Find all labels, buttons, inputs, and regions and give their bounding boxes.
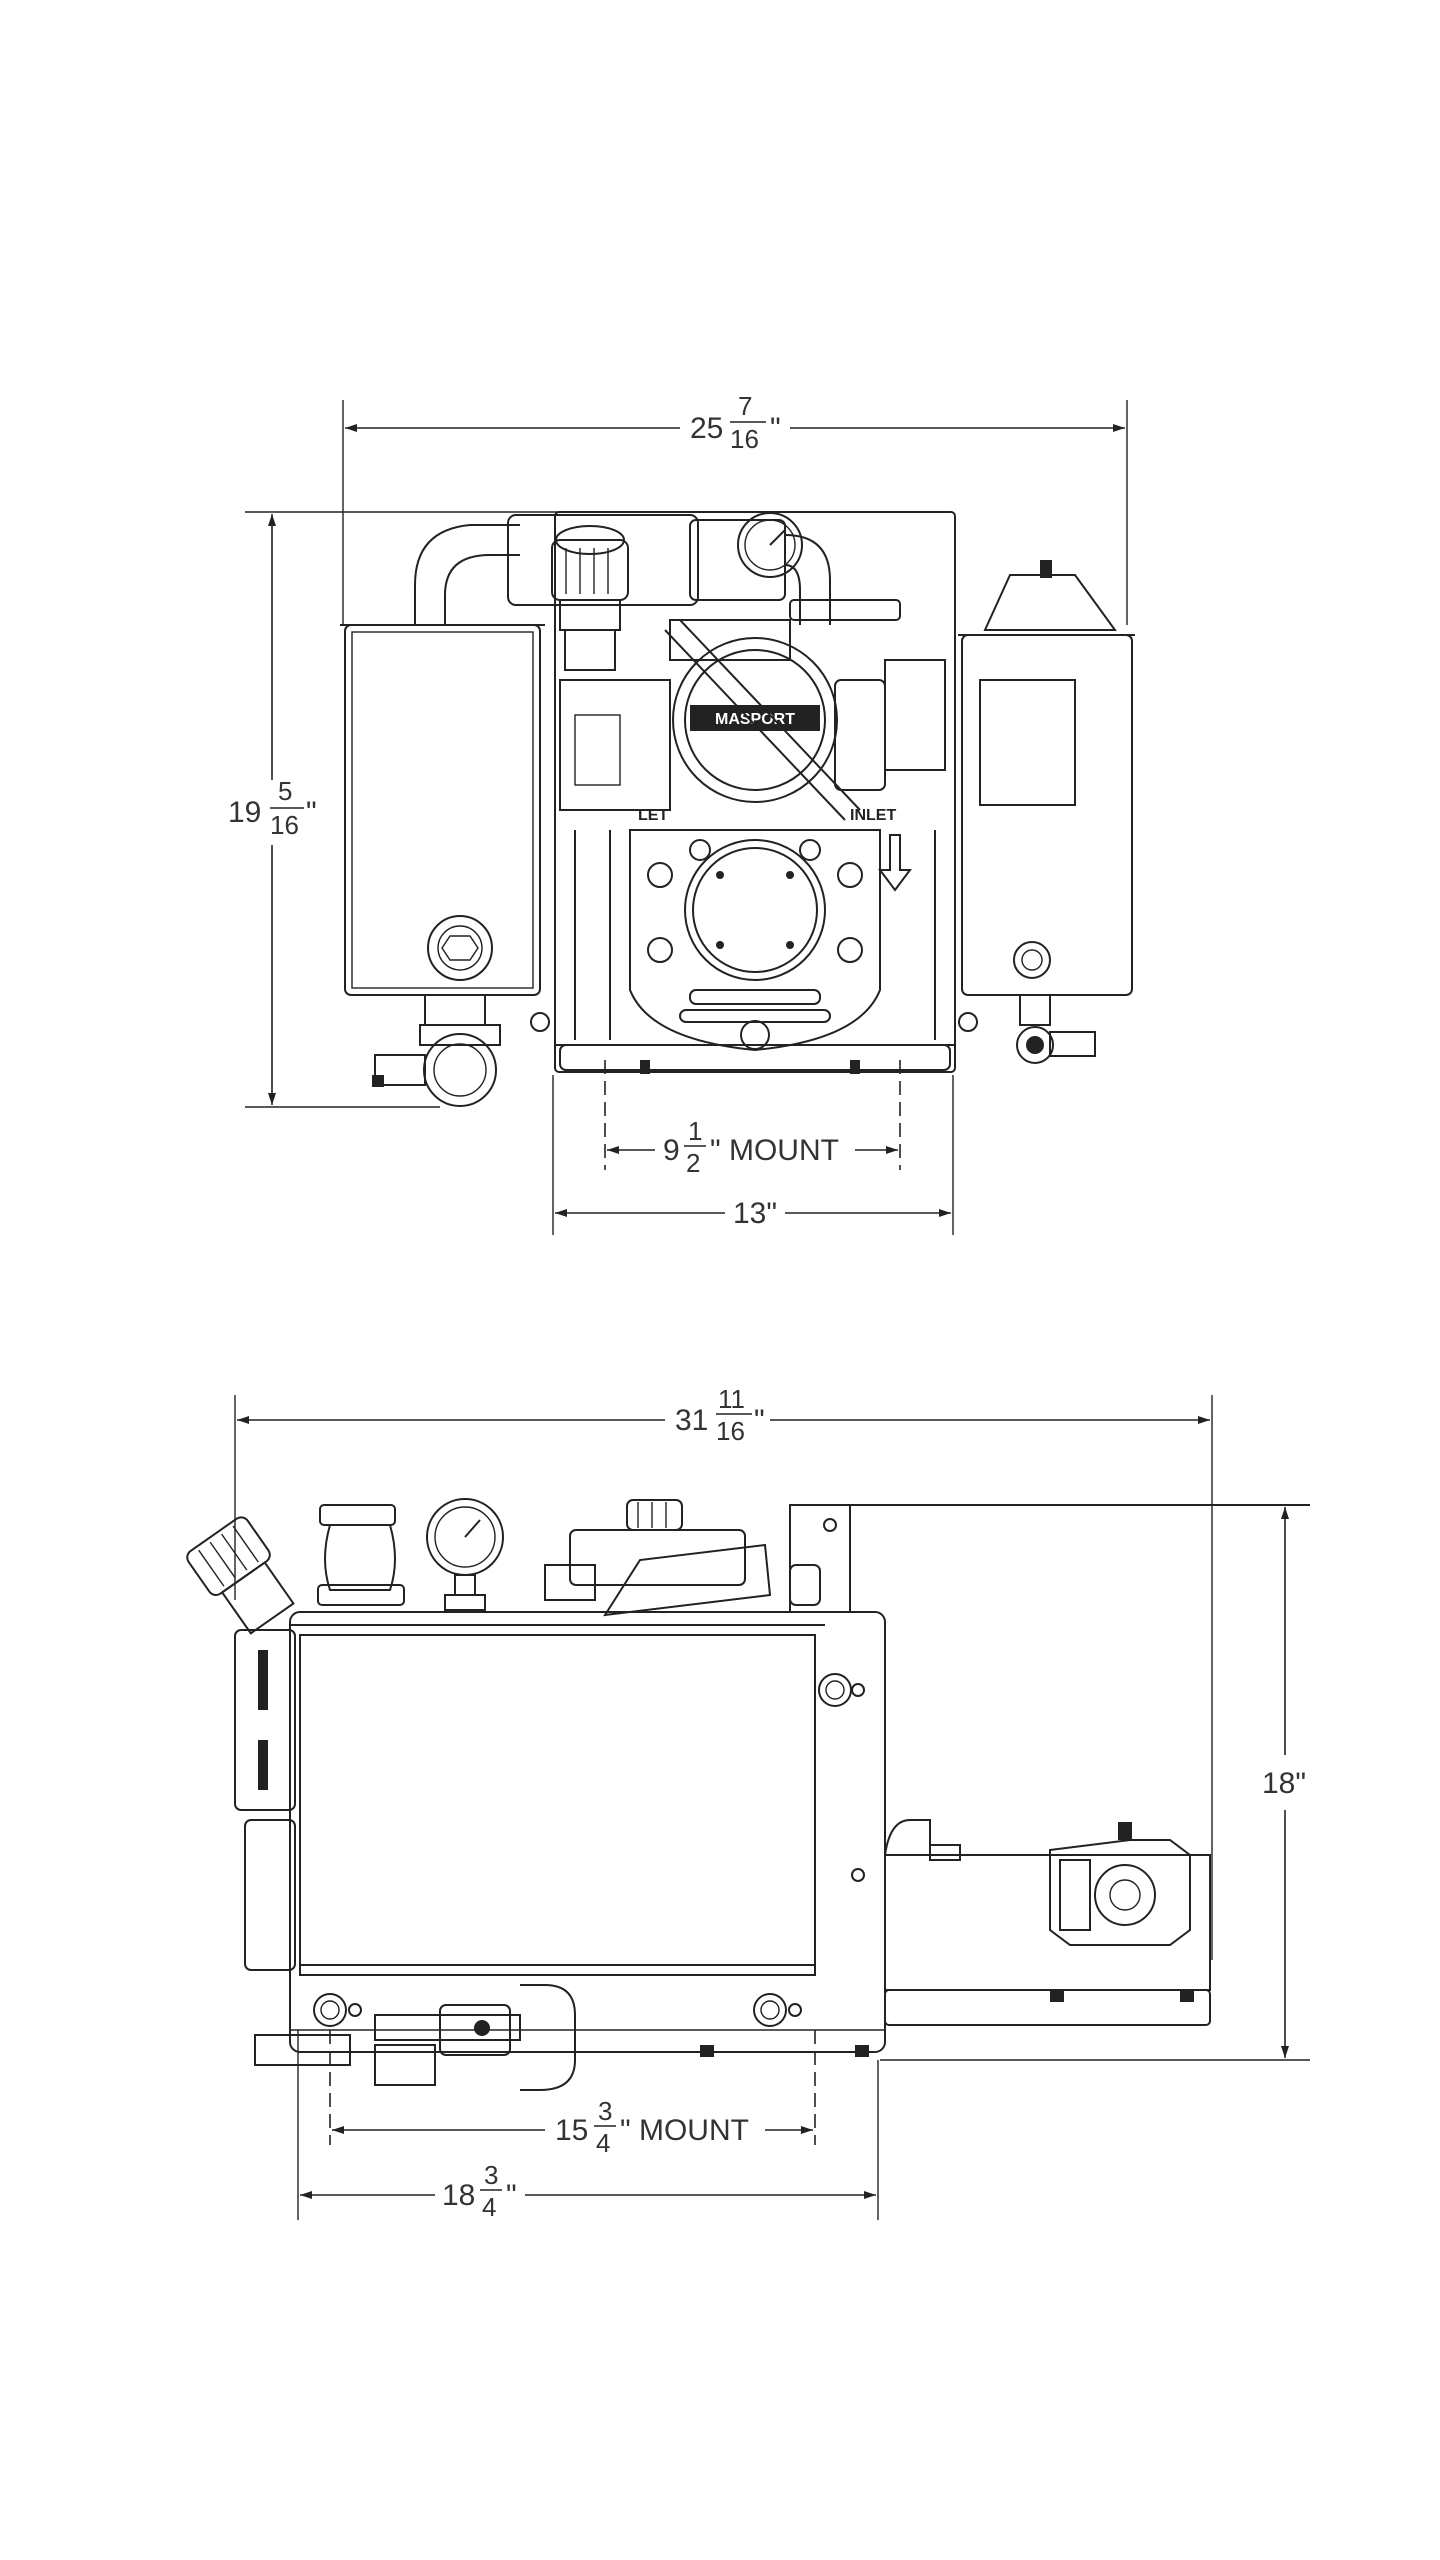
side-base-numerator: 3 — [484, 2160, 498, 2190]
center-pump-assembly: MASPORT LET INLET — [414, 511, 978, 1074]
front-view: 25 7 16 " 19 5 16 " — [228, 391, 1135, 1235]
front-height-numerator: 5 — [278, 776, 292, 806]
side-length-numerator: 11 — [718, 1384, 745, 1414]
side-mount-whole: 15 — [555, 2114, 588, 2147]
front-mount-denominator: 2 — [686, 1148, 700, 1178]
side-height: 18" — [1262, 1767, 1306, 1800]
front-height-whole: 19 — [228, 796, 261, 829]
pump-body — [629, 829, 881, 1052]
left-tank — [340, 624, 545, 1107]
front-width-numerator: 7 — [738, 391, 752, 421]
side-base-unit: " — [506, 2179, 517, 2212]
side-base-length-dimension: 18 3 4 " — [297, 2030, 879, 2222]
side-mount-numerator: 3 — [598, 2096, 612, 2126]
front-width-unit: " — [770, 412, 781, 445]
side-mount-dimension: 15 3 4 " MOUNT — [329, 2030, 816, 2158]
front-overall-width-dimension: 25 7 16 " — [342, 391, 1128, 625]
filter-cap — [551, 525, 629, 671]
front-mount-unit: " MOUNT — [710, 1134, 839, 1167]
inlet-label: INLET — [850, 807, 896, 824]
front-mount-dimension: 9 1 2 " MOUNT — [604, 1060, 901, 1178]
side-pump — [1049, 1822, 1191, 1946]
front-height-unit: " — [306, 796, 317, 829]
front-width-whole: 25 — [690, 412, 723, 445]
front-base-width: 13" — [733, 1197, 777, 1230]
side-mount-denominator: 4 — [596, 2128, 610, 2158]
side-top-components — [317, 1498, 851, 1617]
side-length-unit: " — [754, 1404, 765, 1437]
right-tank — [958, 560, 1135, 1064]
side-length-whole: 31 — [675, 1404, 708, 1437]
side-mount-unit: " MOUNT — [620, 2114, 749, 2147]
side-left-components — [186, 1516, 576, 2091]
pressure-gauge — [737, 512, 803, 578]
front-height-denominator: 16 — [270, 810, 299, 840]
side-tank — [289, 1611, 886, 2053]
masport-label: MASPORT — [715, 711, 795, 728]
front-overall-height-dimension: 19 5 16 " — [228, 511, 560, 1108]
side-base-denominator: 4 — [482, 2192, 496, 2222]
side-length-denominator: 16 — [716, 1416, 745, 1446]
masport-motor: MASPORT — [664, 619, 946, 821]
side-right-base — [700, 1504, 1310, 2057]
front-base-width-dimension: 13" — [552, 1075, 954, 1235]
front-mount-whole: 9 — [663, 1134, 680, 1167]
side-view: 31 11 16 " 18" — [186, 1384, 1310, 2222]
front-mount-numerator: 1 — [688, 1116, 702, 1146]
outlet-label: LET — [638, 807, 668, 824]
front-width-denominator: 16 — [730, 424, 759, 454]
side-height-dimension: 18" — [880, 1504, 1310, 2061]
side-base-whole: 18 — [442, 2179, 475, 2212]
side-overall-length-dimension: 31 11 16 " — [234, 1384, 1213, 1960]
